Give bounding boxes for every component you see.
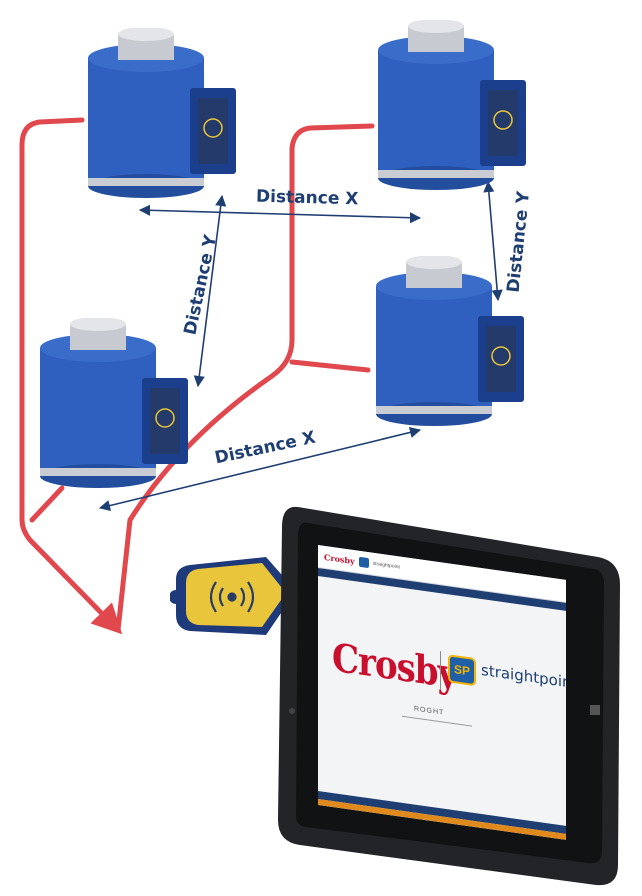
crosby-logo: Crosby (332, 634, 457, 699)
sp-logo-icon: SP (448, 654, 476, 687)
distance-y-right-arrow (483, 180, 503, 302)
distance-x-top-arrow (138, 204, 422, 224)
signal-path-bottom-left (29, 485, 65, 523)
wireless-dongle (170, 557, 296, 635)
tablet-screen: Crosby straightpoint Crosby SP straightp… (318, 545, 566, 840)
signal-path-bottom-right (289, 359, 371, 373)
windows-logo-icon (590, 705, 600, 715)
distance-x-top-label: Distance X (255, 186, 359, 210)
logo-divider (440, 651, 441, 690)
load-cell-top-left (88, 28, 236, 198)
tablet-camera-icon (289, 708, 295, 714)
tablet-device: Crosby straightpoint Crosby SP straightp… (268, 505, 638, 890)
straightpoint-logo: straightpoint (481, 660, 566, 693)
header-straightpoint-text: straightpoint (372, 560, 400, 571)
screen-caption: ROGHT (414, 705, 445, 717)
distance-y-left-arrow (193, 194, 227, 388)
load-cell-top-right (378, 20, 526, 190)
signal-path-top-left (19, 117, 123, 635)
app-splash: Crosby SP straightpoint ROGHT (318, 576, 566, 811)
distance-x-bottom-arrow (98, 426, 422, 512)
wireless-signal-icon (209, 581, 255, 613)
load-cell-bottom-right (376, 256, 524, 426)
load-cell-bottom-left (40, 318, 188, 488)
header-crosby-logo: Crosby (324, 551, 355, 567)
header-sp-icon (358, 556, 369, 569)
screen-divider (402, 715, 472, 727)
